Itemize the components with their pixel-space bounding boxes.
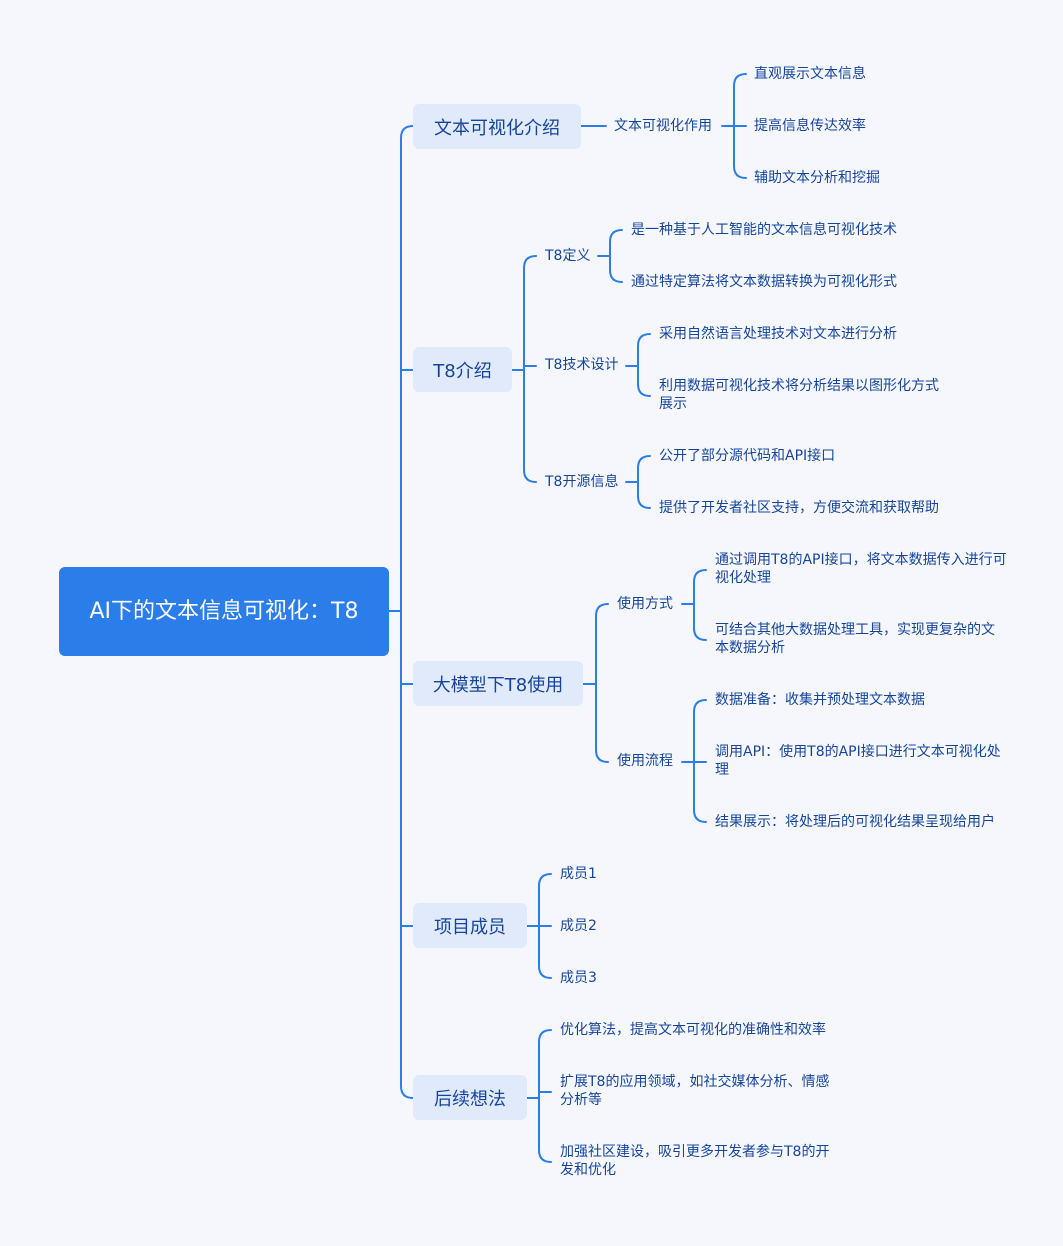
leaf-usage-2[interactable]: 可结合其他大数据处理工具，实现更复杂的文本数据分析 <box>715 622 995 656</box>
branch-text-visualization-intro[interactable]: 文本可视化介绍 <box>413 104 581 149</box>
topic-usage-method[interactable]: 使用方式 <box>617 596 673 612</box>
leaf-flow-3[interactable]: 结果展示：将处理后的可视化结果呈现给用户 <box>715 814 995 830</box>
leaf-assist-analysis[interactable]: 辅助文本分析和挖掘 <box>754 170 880 186</box>
leaf-t8-def-2[interactable]: 通过特定算法将文本数据转换为可视化形式 <box>631 274 897 290</box>
topic-usage-flow[interactable]: 使用流程 <box>617 753 673 769</box>
link-t8tech-leaves <box>625 333 651 397</box>
link-trunk-vertical <box>400 125 414 1099</box>
topic-t8-tech-design[interactable]: T8技术设计 <box>545 357 619 373</box>
link-usage-leaves <box>681 569 707 641</box>
leaf-member-1[interactable]: 成员1 <box>560 866 597 882</box>
branch-future-ideas[interactable]: 后续想法 <box>413 1075 527 1120</box>
leaf-intuitive-display[interactable]: 直观展示文本信息 <box>754 66 866 82</box>
branch-t8-intro[interactable]: T8介绍 <box>413 347 512 392</box>
branch-t8-usage[interactable]: 大模型下T8使用 <box>413 661 583 706</box>
leaf-improve-efficiency[interactable]: 提高信息传达效率 <box>754 118 866 134</box>
leaf-flow-2[interactable]: 调用API：使用T8的API接口进行文本可视化处理 <box>715 744 1001 778</box>
leaf-t8-open-1[interactable]: 公开了部分源代码和API接口 <box>659 448 836 464</box>
link-b2-fork <box>511 255 537 483</box>
leaf-t8-tech-1[interactable]: 采用自然语言处理技术对文本进行分析 <box>659 326 897 342</box>
leaf-t8-tech-2[interactable]: 利用数据可视化技术将分析结果以图形化方式展示 <box>659 378 939 412</box>
leaf-usage-1[interactable]: 通过调用T8的API接口，将文本数据传入进行可视化处理 <box>715 552 1007 586</box>
topic-t8-open-source[interactable]: T8开源信息 <box>545 474 619 490</box>
root-topic[interactable]: AI下的文本信息可视化：T8 <box>59 567 389 656</box>
leaf-t8-open-2[interactable]: 提供了开发者社区支持，方便交流和获取帮助 <box>659 500 939 516</box>
leaf-member-3[interactable]: 成员3 <box>560 970 597 986</box>
link-flow-leaves <box>681 699 707 823</box>
link-b3-fork <box>582 603 609 763</box>
leaf-idea-1[interactable]: 优化算法，提高文本可视化的准确性和效率 <box>560 1022 826 1038</box>
leaf-member-2[interactable]: 成员2 <box>560 918 597 934</box>
topic-t8-definition[interactable]: T8定义 <box>545 248 591 264</box>
link-t8def-leaves <box>597 229 623 283</box>
branch-project-members[interactable]: 项目成员 <box>413 903 527 948</box>
link-b5-leaves <box>526 1029 552 1163</box>
leaf-idea-3[interactable]: 加强社区建设，吸引更多开发者参与T8的开发和优化 <box>560 1144 830 1178</box>
link-t8open-leaves <box>625 455 651 509</box>
leaf-flow-1[interactable]: 数据准备：收集并预处理文本数据 <box>715 692 925 708</box>
link-b1sub-leaves <box>721 73 747 179</box>
root-title: AI下的文本信息可视化：T8 <box>89 598 359 624</box>
link-b4-leaves <box>526 873 552 979</box>
leaf-idea-2[interactable]: 扩展T8的应用领域，如社交媒体分析、情感分析等 <box>560 1074 830 1108</box>
topic-visualization-role[interactable]: 文本可视化作用 <box>614 118 712 134</box>
leaf-t8-def-1[interactable]: 是一种基于人工智能的文本信息可视化技术 <box>631 222 897 238</box>
